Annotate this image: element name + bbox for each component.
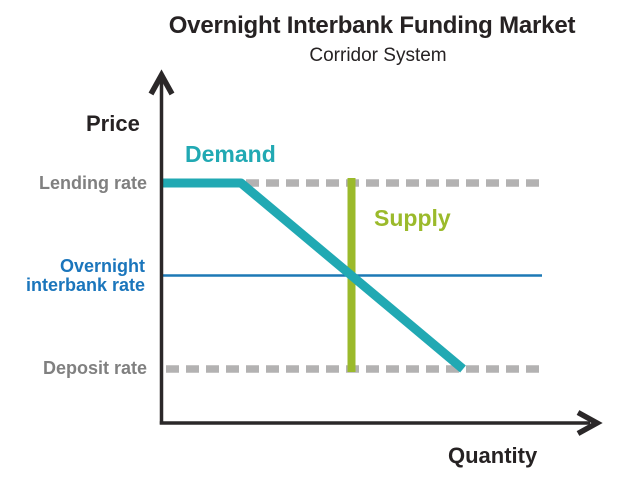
chart-subtitle: Corridor System bbox=[309, 45, 447, 66]
quantity-axis-label: Quantity bbox=[448, 443, 538, 468]
overnight-rate-label-line2: interbank rate bbox=[25, 275, 145, 295]
x-axis-arrow-icon bbox=[576, 410, 603, 436]
deposit-rate-label: Deposit rate bbox=[42, 358, 147, 378]
overnight-rate-label-line1: Overnight bbox=[59, 256, 145, 276]
demand-label: Demand bbox=[185, 141, 276, 167]
demand-curve bbox=[162, 178, 466, 373]
price-axis-label: Price bbox=[86, 111, 140, 136]
overnight-rate-label: Overnight interbank rate bbox=[0, 257, 145, 295]
chart-title: Overnight Interbank Funding Market bbox=[168, 12, 576, 39]
supply-label: Supply bbox=[374, 205, 451, 231]
y-axis-arrow-icon bbox=[148, 69, 175, 96]
lending-rate-label: Lending rate bbox=[38, 173, 147, 193]
